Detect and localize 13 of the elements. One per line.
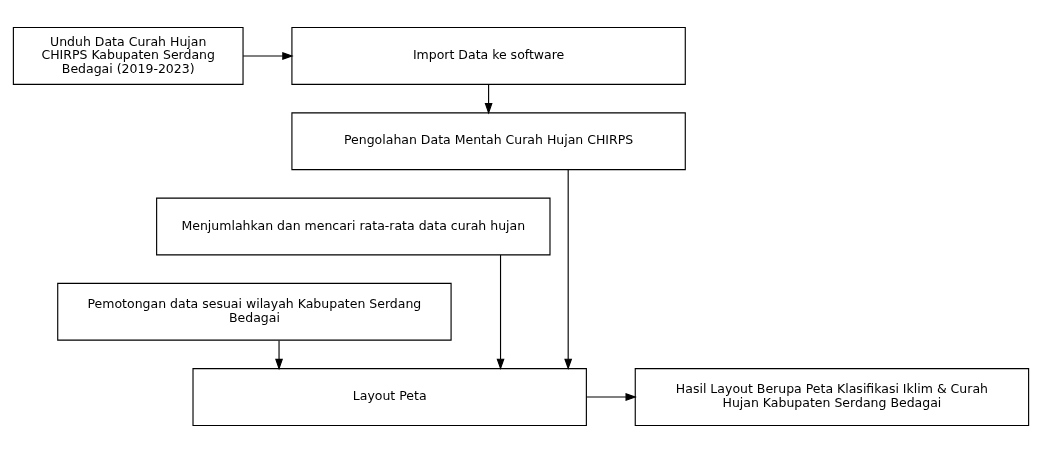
node-box: Import Data ke software: [291, 27, 686, 85]
node-box: Menjumlahkan dan mencari rata-rata data curah hujan: [156, 197, 551, 256]
node-box: Unduh Data Curah Hujan CHIRPS Kabupaten Serdang Bedagai (2019-2023): [12, 27, 244, 85]
node-box: Pemotongan data sesuai wilayah Kabupaten Serdang Bedagai: [57, 282, 452, 341]
arrow: [586, 393, 637, 401]
arrow: [275, 340, 284, 371]
arrow: [496, 254, 505, 371]
node-box: Layout Peta: [192, 368, 587, 426]
node-box: Pengolahan Data Mentah Curah Hujan CHIRPS: [291, 112, 686, 171]
node-box: Hasil Layout Berupa Peta Klasifikasi Iklim & Curah Hujan Kabupaten Serdang Bedagai: [634, 368, 1030, 426]
arrow: [484, 84, 493, 115]
arrow: [242, 52, 294, 60]
arrow: [564, 169, 573, 370]
